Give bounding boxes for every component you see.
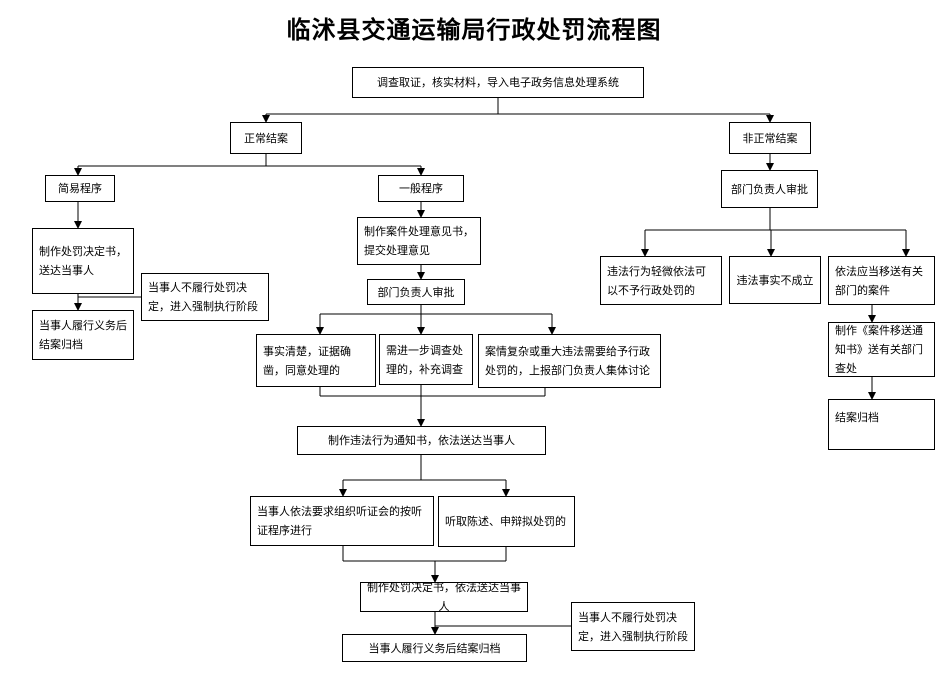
dept-approve-2-node: 部门负责人审批: [721, 170, 818, 208]
penalty-decision-node: 制作处罚决定书，依法送达当事人: [360, 582, 528, 612]
abnormal-close-node: 非正常结案: [729, 122, 811, 154]
hearing-node: 当事人依法要求组织听证会的按听证程序进行: [250, 496, 434, 546]
simple-decision-node: 制作处罚决定书，送达当事人: [32, 228, 134, 294]
dept-approve-1-label: 部门负责人审批: [377, 285, 455, 299]
normal-close-label: 正常结案: [244, 131, 288, 145]
fact-not-established-node: 违法事实不成立: [729, 256, 821, 304]
simple-not-comply-node: 当事人不履行处罚决定，进入强制执行阶段: [141, 273, 269, 321]
complex-case-label: 案情复杂或重大违法需要给予行政处罚的，上报部门负责人集体讨论: [485, 345, 650, 377]
general-procedure-node: 一般程序: [378, 175, 464, 202]
dept-approve-2-label: 部门负责人审批: [731, 182, 808, 196]
simple-procedure-label: 简易程序: [58, 182, 102, 195]
general-procedure-label: 一般程序: [399, 182, 443, 195]
final-comply-node: 当事人履行义务后结案归档: [342, 634, 527, 662]
simple-comply-label: 当事人履行义务后结案归档: [39, 319, 127, 351]
opinion-doc-label: 制作案件处理意见书，提交处理意见: [364, 225, 474, 257]
transfer-case-node: 依法应当移送有关部门的案件: [828, 256, 935, 305]
violation-notice-label: 制作违法行为通知书，依法送达当事人: [328, 434, 515, 447]
normal-close-node: 正常结案: [230, 122, 302, 154]
fact-not-established-label: 违法事实不成立: [736, 273, 814, 287]
archive-label: 结案归档: [835, 411, 879, 424]
final-not-comply-node: 当事人不履行处罚决定，进入强制执行阶段: [571, 602, 695, 651]
further-investigation-label: 需进一步调查处理的，补充调查: [386, 343, 463, 376]
facts-clear-label: 事实清楚，证据确凿，同意处理的: [263, 344, 351, 377]
abnormal-close-label: 非正常结案: [742, 131, 798, 145]
statement-node: 听取陈述、申辩拟处罚的: [438, 496, 575, 547]
investigate-node: 调查取证，核实材料，导入电子政务信息处理系统: [352, 67, 644, 98]
investigate-label: 调查取证，核实材料，导入电子政务信息处理系统: [377, 76, 619, 89]
minor-violation-node: 违法行为轻微依法可以不予行政处罚的: [600, 256, 722, 305]
dept-approve-1-node: 部门负责人审批: [367, 279, 465, 305]
final-not-comply-label: 当事人不履行处罚决定，进入强制执行阶段: [578, 610, 688, 643]
hearing-label: 当事人依法要求组织听证会的按听证程序进行: [257, 505, 422, 537]
final-comply-label: 当事人履行义务后结案归档: [368, 641, 501, 655]
transfer-case-label: 依法应当移送有关部门的案件: [835, 264, 923, 297]
page-title: 临沭县交通运输局行政处罚流程图: [286, 16, 662, 44]
violation-notice-node: 制作违法行为通知书，依法送达当事人: [297, 426, 546, 455]
simple-procedure-node: 简易程序: [45, 175, 115, 202]
simple-not-comply-label: 当事人不履行处罚决定，进入强制执行阶段: [148, 281, 258, 313]
statement-label: 听取陈述、申辩拟处罚的: [445, 515, 566, 528]
facts-clear-node: 事实清楚，证据确凿，同意处理的: [256, 334, 376, 387]
minor-violation-label: 违法行为轻微依法可以不予行政处罚的: [607, 264, 706, 297]
complex-case-node: 案情复杂或重大违法需要给予行政处罚的，上报部门负责人集体讨论: [478, 334, 661, 388]
penalty-decision-label: 制作处罚决定书，依法送达当事人: [367, 582, 521, 612]
transfer-notice-node: 制作《案件移送通知书》送有关部门查处: [828, 322, 935, 377]
simple-comply-node: 当事人履行义务后结案归档: [32, 310, 134, 360]
further-investigation-node: 需进一步调查处理的，补充调查: [379, 334, 473, 385]
simple-decision-label: 制作处罚决定书，送达当事人: [39, 245, 127, 277]
archive-node: 结案归档: [828, 399, 935, 450]
opinion-doc-node: 制作案件处理意见书，提交处理意见: [357, 217, 481, 265]
transfer-notice-label: 制作《案件移送通知书》送有关部门查处: [835, 324, 923, 375]
